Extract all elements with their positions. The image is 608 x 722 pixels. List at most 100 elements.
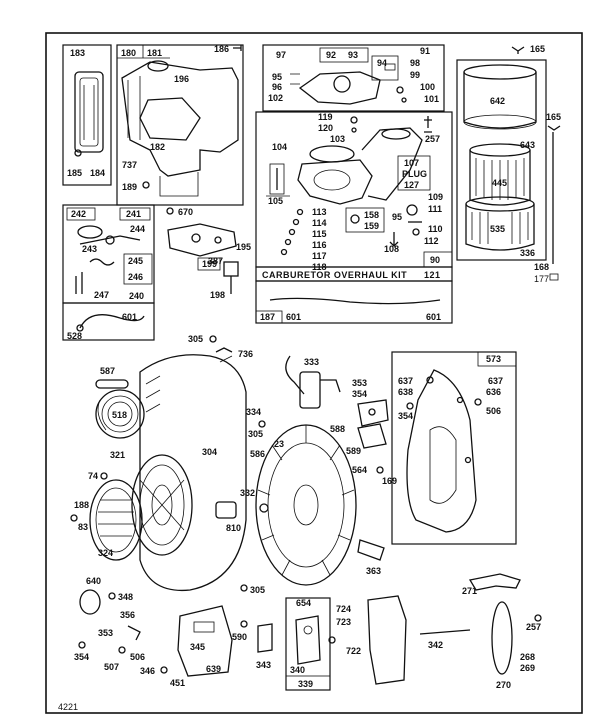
group-box-187-tag [255, 310, 283, 324]
callout-387: 387 [208, 256, 223, 266]
callout-342: 342 [428, 640, 443, 650]
callout-654: 654 [296, 598, 311, 608]
callout-110: 110 [428, 224, 443, 234]
callout-165a: 165 [530, 44, 545, 54]
callout-186: 186 [214, 44, 229, 54]
rotating-screen-icon [89, 479, 143, 561]
callout-506b: 506 [130, 652, 145, 662]
clamp-icon [76, 324, 84, 332]
stop-switch-bracket-icon [357, 399, 389, 427]
governor-bracket-icon [357, 423, 387, 449]
callout-354c: 354 [74, 652, 89, 662]
screw-icon [209, 335, 217, 343]
callout-737: 737 [122, 160, 137, 170]
callout-98: 98 [410, 58, 420, 68]
callout-353a: 353 [352, 378, 367, 388]
callout-601c: 601 [426, 312, 441, 322]
carburetor-upper-body-icon [290, 63, 407, 105]
callout-100: 100 [420, 82, 435, 92]
callout-305a: 305 [188, 334, 203, 344]
group-box-92-93 [319, 47, 369, 63]
group-box-573 [391, 351, 517, 545]
box-label-107: 107 [404, 158, 419, 168]
screw-icon [70, 514, 78, 522]
filter-element-icon [79, 589, 101, 615]
callout-96: 96 [272, 82, 282, 92]
callout-324: 324 [98, 548, 113, 558]
callout-643: 643 [520, 140, 535, 150]
diagram-code: 4221 [58, 702, 78, 712]
clip-icon [424, 116, 432, 133]
callout-112: 112 [424, 236, 439, 246]
callout-346: 346 [140, 666, 155, 676]
callout-118: 118 [312, 262, 327, 272]
screw-icon [376, 466, 384, 474]
wing-nut-icon [547, 125, 561, 131]
callout-564: 564 [352, 465, 367, 475]
callout-506a: 506 [486, 406, 501, 416]
group-box-107-plug [397, 155, 431, 191]
callout-724: 724 [336, 604, 351, 614]
callout-120: 120 [318, 123, 333, 133]
link-icon [357, 539, 385, 561]
box-label-90: 90 [430, 255, 440, 265]
callout-637a: 637 [398, 376, 413, 386]
callout-334: 334 [246, 407, 261, 417]
box-label-573: 573 [486, 354, 501, 364]
kit-number: 121 [424, 270, 441, 280]
nut-icon [118, 646, 126, 654]
box-label-91: 91 [420, 46, 430, 56]
screw-icon [240, 584, 248, 592]
callout-535: 535 [490, 224, 505, 234]
box-label-339: 339 [298, 679, 313, 689]
callout-108: 108 [384, 244, 399, 254]
diagram-frame [45, 32, 583, 714]
rewind-spring-icon [95, 389, 145, 439]
callout-354a: 354 [352, 389, 367, 399]
box-label-93: 93 [348, 50, 358, 60]
callout-165b: 165 [546, 112, 561, 122]
box-label-180: 180 [121, 48, 136, 58]
callout-736: 736 [238, 349, 253, 359]
callout-640: 640 [86, 576, 101, 586]
callout-95b: 95 [392, 212, 402, 222]
callout-184: 184 [90, 168, 105, 178]
callout-588: 588 [330, 424, 345, 434]
callout-269: 269 [520, 663, 535, 673]
group-box-158-159 [345, 207, 385, 233]
callout-116: 116 [312, 240, 327, 250]
callout-305b: 305 [248, 429, 263, 439]
callout-587: 587 [100, 366, 115, 376]
screw-icon [258, 420, 266, 428]
callout-23: 23 [274, 439, 284, 449]
mixture-screw-icon [406, 204, 422, 236]
grommet-icon [108, 592, 116, 600]
precleaner-icon [469, 143, 531, 206]
callout-639: 639 [206, 664, 221, 674]
group-box-180 [116, 44, 244, 206]
air-cleaner-base-icon [121, 60, 239, 197]
filter-cartridge-icon [465, 196, 535, 251]
callout-722: 722 [346, 646, 361, 656]
callout-189: 189 [122, 182, 137, 192]
callout-83: 83 [78, 522, 88, 532]
callout-637b: 637 [488, 376, 503, 386]
fuel-line-icon [269, 297, 441, 305]
callout-257a: 257 [425, 134, 440, 144]
group-box-183 [62, 44, 112, 186]
ignition-armature-icon [285, 355, 341, 409]
starter-handle-icon [95, 379, 129, 389]
group-box-245-246 [123, 253, 153, 285]
belt-icon [491, 601, 513, 675]
screw-icon [78, 641, 86, 649]
callout-114: 114 [312, 218, 327, 228]
nut-icon [259, 503, 269, 513]
callout-109: 109 [428, 192, 443, 202]
seat-icon [350, 214, 360, 224]
box-label-199: 199 [202, 259, 217, 269]
callout-119: 119 [318, 112, 333, 122]
box-label-240: 240 [129, 291, 144, 301]
carburetor-bowl-icon [297, 127, 423, 205]
callout-601b: 601 [286, 312, 301, 322]
box-label-182: 182 [150, 142, 165, 152]
